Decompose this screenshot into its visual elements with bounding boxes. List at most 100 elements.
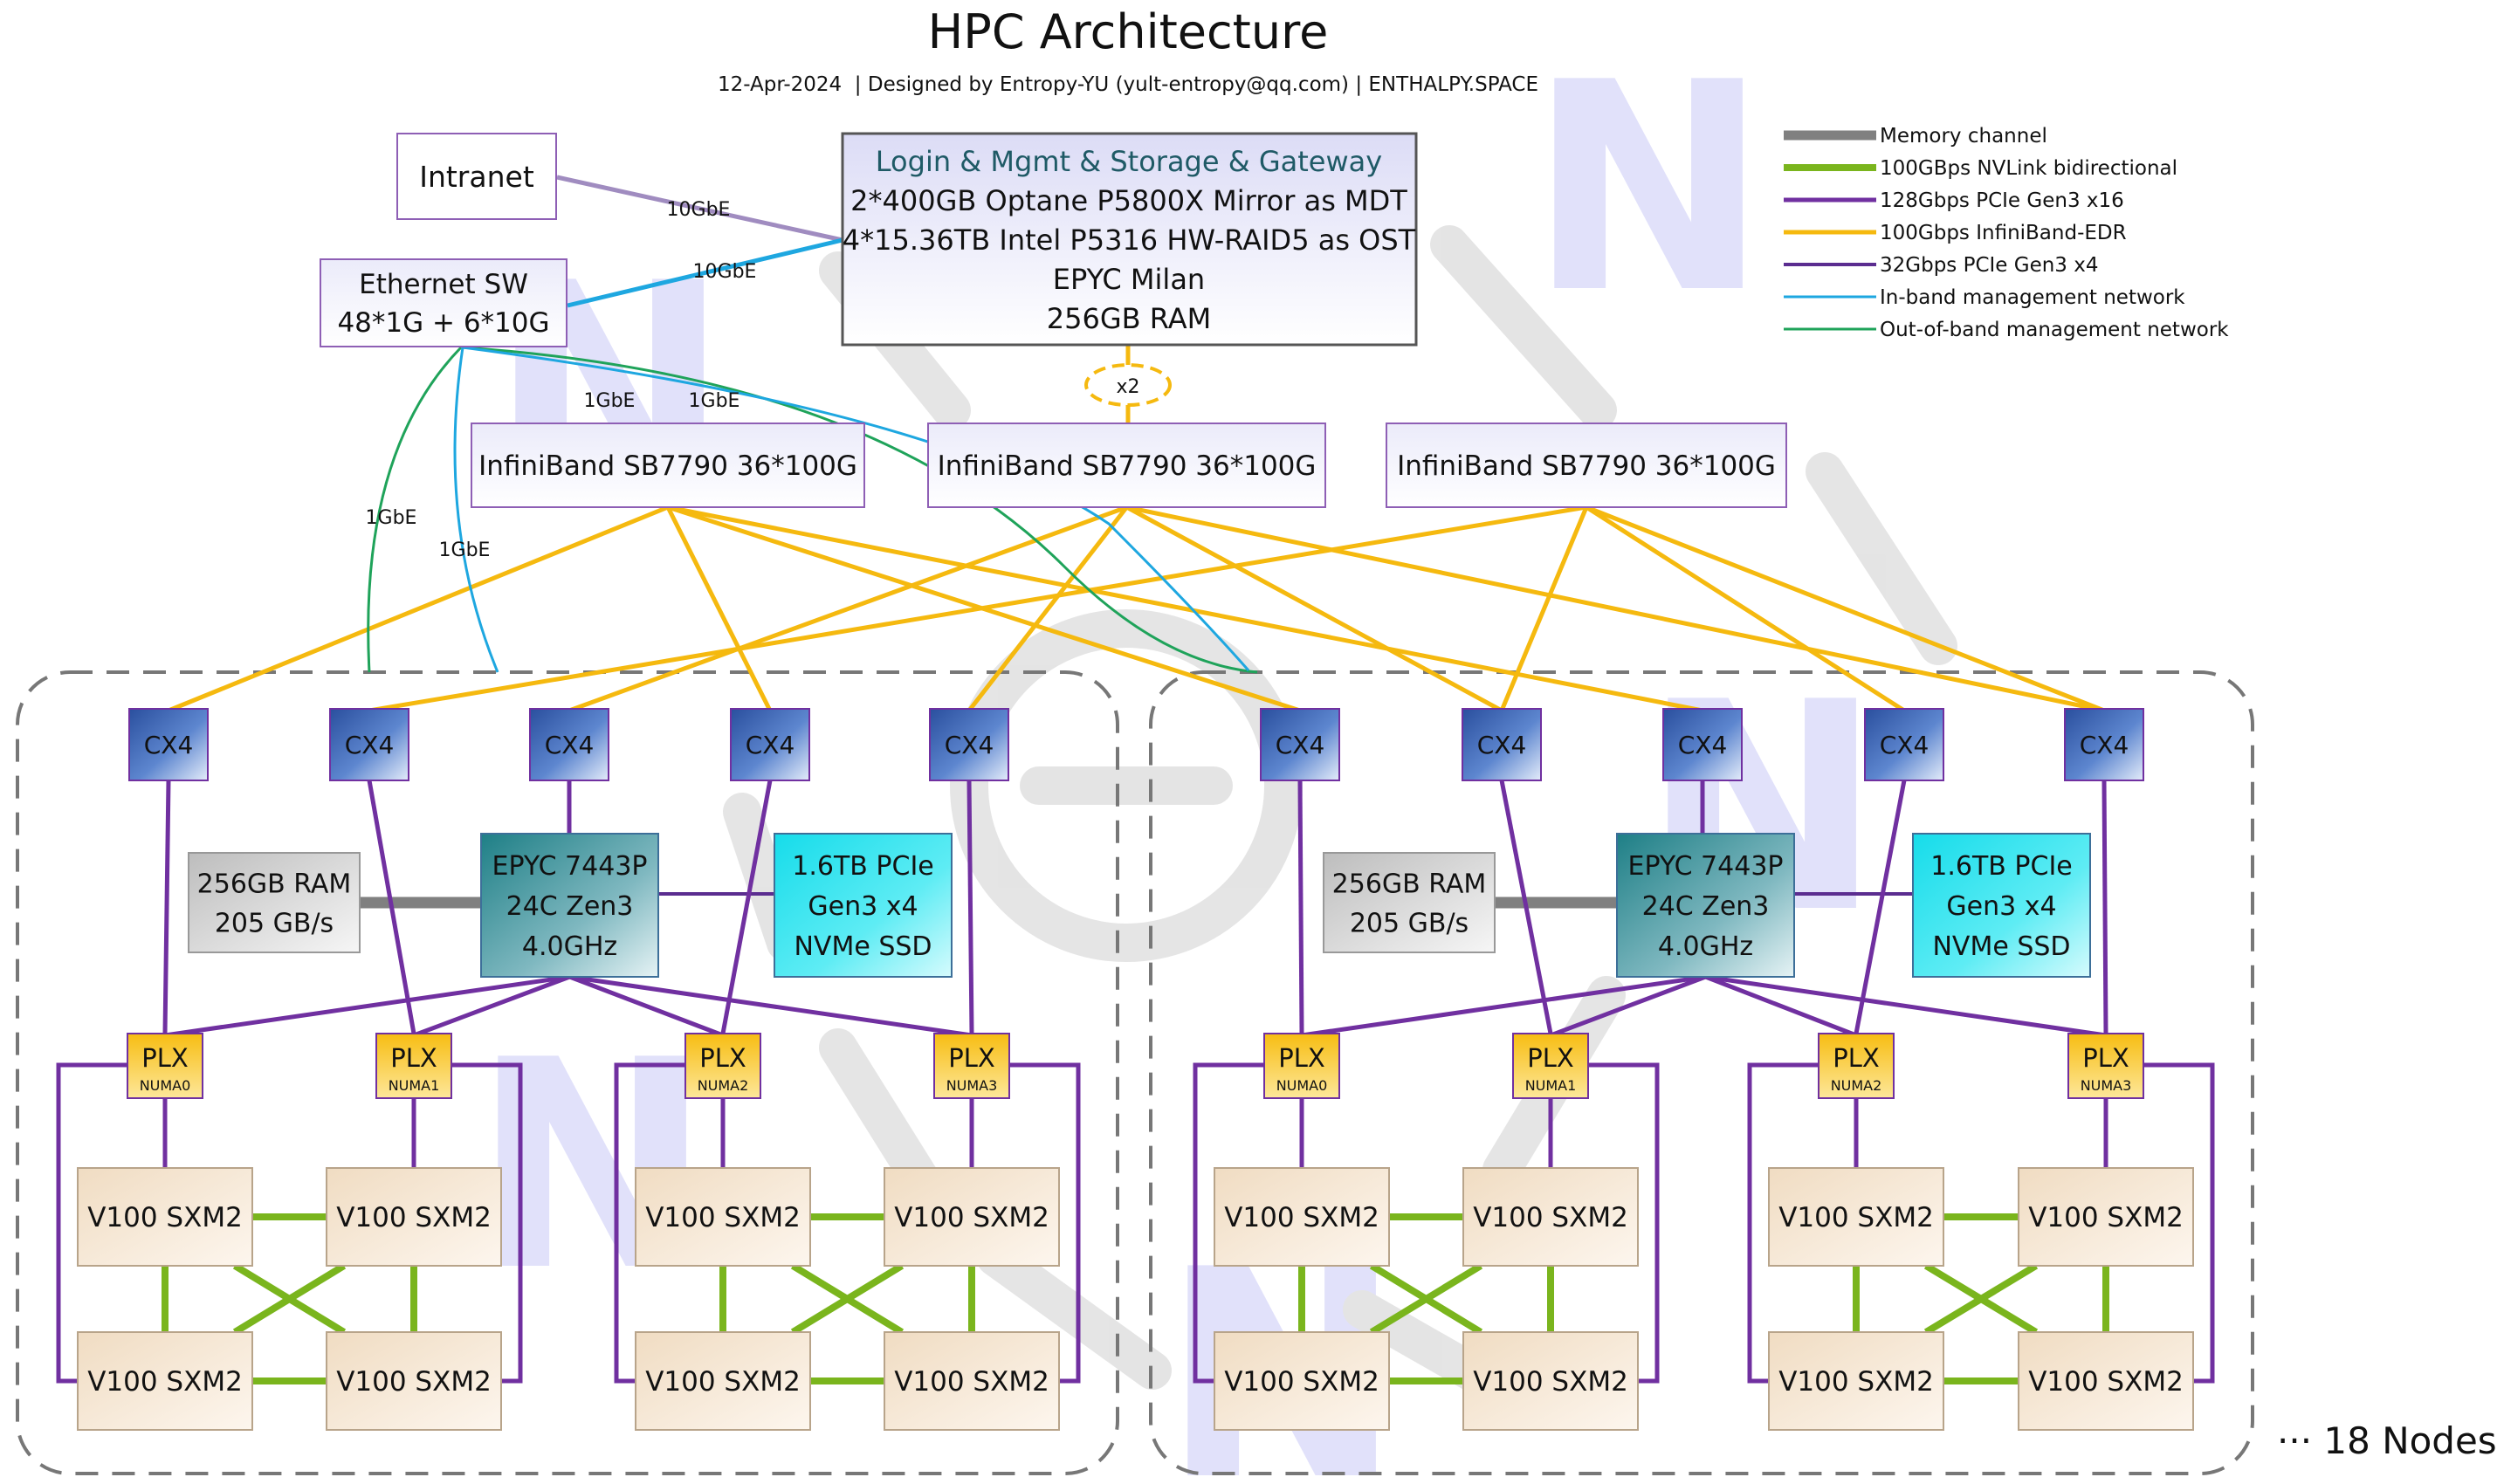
cpu-plx-link xyxy=(413,974,571,1038)
gpu-v100-box: V100 SXM2 xyxy=(635,1331,811,1431)
gpu-v100-box-line-1: V100 SXM2 xyxy=(1224,1202,1379,1233)
infiniband-switch-3: InfiniBand SB7790 36*100G xyxy=(1386,423,1787,508)
cx4-adapter: CX4 xyxy=(128,708,209,781)
plx-label: PLX xyxy=(141,1043,189,1073)
cx4-plx-link xyxy=(1499,780,1553,1034)
infiniband-link xyxy=(168,505,669,713)
node-ssd-box-line-2: Gen3 x4 xyxy=(808,891,918,922)
numa-label: NUMA3 xyxy=(2081,1077,2132,1094)
numa-label: NUMA0 xyxy=(140,1077,191,1094)
diagram-subtitle: 12-Apr-2024 | Designed by Entropy-YU (yu… xyxy=(718,73,1538,96)
gpu-v100-box-line-1: V100 SXM2 xyxy=(1778,1366,1934,1398)
cx4-adapter: CX4 xyxy=(1260,708,1340,781)
cx4-plx-link xyxy=(966,780,974,1034)
plx-switch: PLX NUMA1 xyxy=(375,1033,452,1099)
cx4-plx-link xyxy=(720,780,773,1034)
cx4-plx-link xyxy=(162,780,171,1034)
diagram-title: HPC Architecture xyxy=(928,4,1329,59)
cx4-adapter: CX4 xyxy=(1662,708,1743,781)
gpu-v100-box: V100 SXM2 xyxy=(884,1167,1060,1267)
cpu-plx-link xyxy=(1550,974,1707,1038)
gpu-v100-box: V100 SXM2 xyxy=(326,1167,502,1267)
legend-label: 100Gbps InfiniBand-EDR xyxy=(1880,222,2127,244)
legend-item: In-band management network xyxy=(1784,286,2185,309)
legend-label: Out-of-band management network xyxy=(1880,319,2229,341)
gpu-v100-box-line-1: V100 SXM2 xyxy=(1778,1202,1934,1233)
numa-label: NUMA2 xyxy=(1831,1077,1882,1094)
gpu-v100-box-line-1: V100 SXM2 xyxy=(1473,1366,1628,1398)
plx-label: PLX xyxy=(1833,1043,1880,1073)
cx4-adapter: CX4 xyxy=(329,708,409,781)
ethernet-switch-box-line-2: 48*1G + 6*10G xyxy=(337,307,549,339)
node-cpu-box-line-3: 4.0GHz xyxy=(1658,931,1753,962)
cx4-adapter: CX4 xyxy=(929,708,1009,781)
plx-label: PLX xyxy=(1278,1043,1325,1073)
gpu-v100-box: V100 SXM2 xyxy=(1462,1167,1639,1267)
cpu-plx-link xyxy=(164,974,570,1038)
legend-item: 100GBps NVLink bidirectional xyxy=(1784,157,2177,180)
gpu-v100-box-line-1: V100 SXM2 xyxy=(336,1202,492,1233)
plx-switch: PLX NUMA1 xyxy=(1512,1033,1589,1099)
cx4-plx-link xyxy=(2101,780,2108,1034)
gpu-v100-box: V100 SXM2 xyxy=(1214,1331,1390,1431)
gpu-v100-box-line-1: V100 SXM2 xyxy=(87,1366,243,1398)
node-cpu-box-line-1: EPYC 7443P xyxy=(492,851,648,882)
legend-label: In-band management network xyxy=(1880,286,2185,309)
gpu-v100-box-line-1: V100 SXM2 xyxy=(1224,1366,1379,1398)
numa-label: NUMA0 xyxy=(1276,1077,1328,1094)
node-ssd-box-line-1: 1.6TB PCIe xyxy=(1930,851,2073,882)
legend-item: 100Gbps InfiniBand-EDR xyxy=(1784,222,2127,244)
node-cpu-box-line-2: 24C Zen3 xyxy=(506,891,634,922)
onegbe-label-3: 1GbE xyxy=(366,507,417,529)
plx-label: PLX xyxy=(390,1043,437,1073)
gpu-v100-box-line-1: V100 SXM2 xyxy=(894,1202,1049,1233)
node-cpu-box-line-2: 24C Zen3 xyxy=(1642,891,1770,922)
nvlink xyxy=(232,1262,347,1336)
nvlink xyxy=(1923,1262,2039,1336)
plx-gpu-bracket xyxy=(1193,1062,1264,1384)
cpu-plx-link xyxy=(1301,974,1706,1038)
plx-label: PLX xyxy=(948,1043,995,1073)
plx-switch: PLX NUMA2 xyxy=(1818,1033,1895,1099)
nvlink xyxy=(1369,1262,1483,1336)
intranet-login-link xyxy=(556,175,843,243)
ethernet-switch-box-line-1: Ethernet SW xyxy=(359,269,528,300)
node-ssd-box-line-2: Gen3 x4 xyxy=(1946,891,2056,922)
legend-item: 32Gbps PCIe Gen3 x4 xyxy=(1784,254,2099,277)
plx-gpu-bracket xyxy=(451,1062,523,1384)
numa-label: NUMA1 xyxy=(389,1077,440,1094)
x2-ellipse xyxy=(1084,363,1172,407)
cx4-adapter: CX4 xyxy=(1462,708,1542,781)
infiniband-switch-2-line-1: InfiniBand SB7790 36*100G xyxy=(938,450,1317,482)
legend: Memory channel 100GBps NVLink bidirection… xyxy=(1784,125,2229,341)
cx4-adapter-line-1: CX4 xyxy=(945,731,994,759)
infiniband-link xyxy=(1125,505,2105,713)
infiniband-switch-1-line-1: InfiniBand SB7790 36*100G xyxy=(478,450,857,482)
gpu-v100-box-line-1: V100 SXM2 xyxy=(645,1202,801,1233)
onegbe-label-4: 1GbE xyxy=(439,539,491,561)
login-server-line-1: Login & Mgmt & Storage & Gateway xyxy=(876,145,1382,178)
gpu-v100-box: V100 SXM2 xyxy=(2018,1167,2194,1267)
infiniband-switch-3-line-1: InfiniBand SB7790 36*100G xyxy=(1397,450,1776,482)
numa-label: NUMA1 xyxy=(1525,1077,1577,1094)
gpu-v100-box-line-1: V100 SXM2 xyxy=(2028,1202,2184,1233)
cx4-adapter-line-1: CX4 xyxy=(345,731,395,759)
intranet-box-line-1: Intranet xyxy=(419,160,534,194)
plx-gpu-bracket xyxy=(614,1062,685,1384)
cx4-adapter-line-1: CX4 xyxy=(1276,731,1325,759)
cpu-plx-link xyxy=(569,974,973,1038)
plx-label: PLX xyxy=(1527,1043,1574,1073)
infiniband-link xyxy=(1585,505,1906,713)
cpu-plx-link xyxy=(568,974,724,1038)
login-server-line-5: 256GB RAM xyxy=(1047,302,1211,335)
cpu-plx-link xyxy=(1704,974,1857,1038)
plx-switch: PLX NUMA0 xyxy=(127,1033,203,1099)
legend-label: Memory channel xyxy=(1880,125,2047,148)
tengbe-label-ethernet: 10GbE xyxy=(693,261,757,283)
node-ram-box-line-1: 256GB RAM xyxy=(1332,869,1487,899)
